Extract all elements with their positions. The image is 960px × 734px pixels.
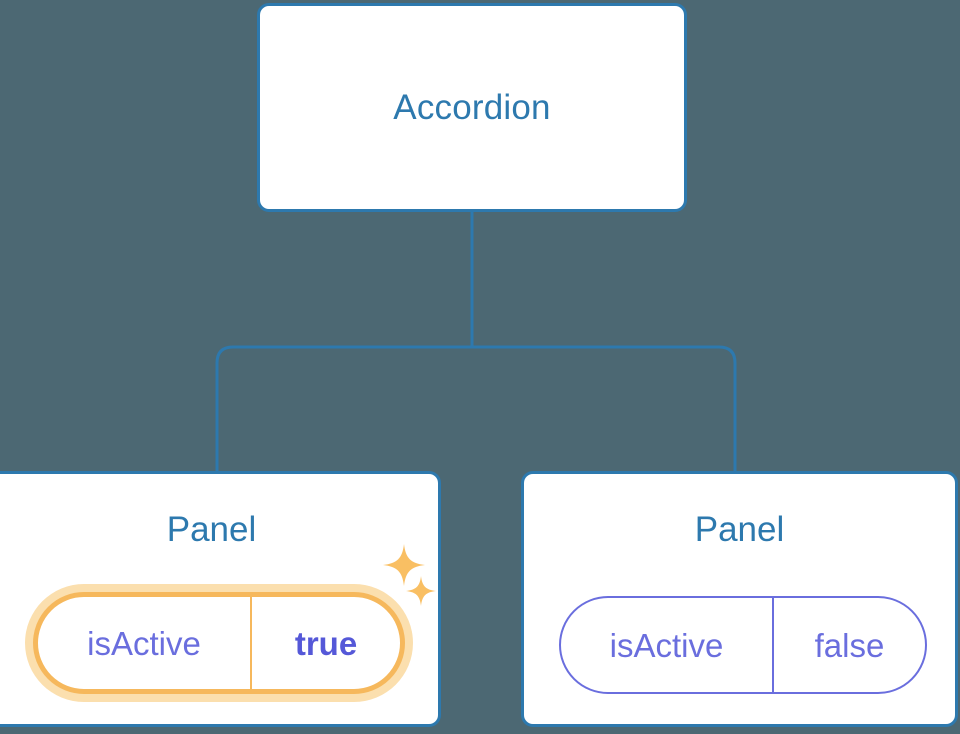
node-accordion[interactable]: Accordion (257, 3, 687, 212)
node-panel-left-label: Panel (166, 510, 257, 549)
prop-pill-left-wrapper: isActive true (33, 592, 405, 694)
prop-pill-right-wrapper: isActive false (559, 596, 927, 694)
prop-pill-isactive-false[interactable]: isActive false (559, 596, 927, 694)
prop-pill-isactive-true[interactable]: isActive true (33, 592, 405, 694)
node-panel-left-body: Panel (0, 474, 438, 724)
node-panel-right-label: Panel (694, 510, 785, 549)
edge-root-to-panel-left (215, 345, 472, 473)
node-panel-left[interactable]: Panel isActive true (0, 471, 441, 727)
node-panel-right-body: Panel (524, 474, 955, 724)
prop-key-left: isActive (38, 597, 252, 689)
node-panel-right[interactable]: Panel isActive false (521, 471, 958, 727)
edge-root-to-panel-right (472, 345, 737, 473)
node-accordion-label: Accordion (393, 88, 551, 127)
prop-key-right: isActive (561, 598, 774, 692)
prop-value-right: false (814, 626, 885, 664)
prop-value-left: true (294, 624, 358, 662)
